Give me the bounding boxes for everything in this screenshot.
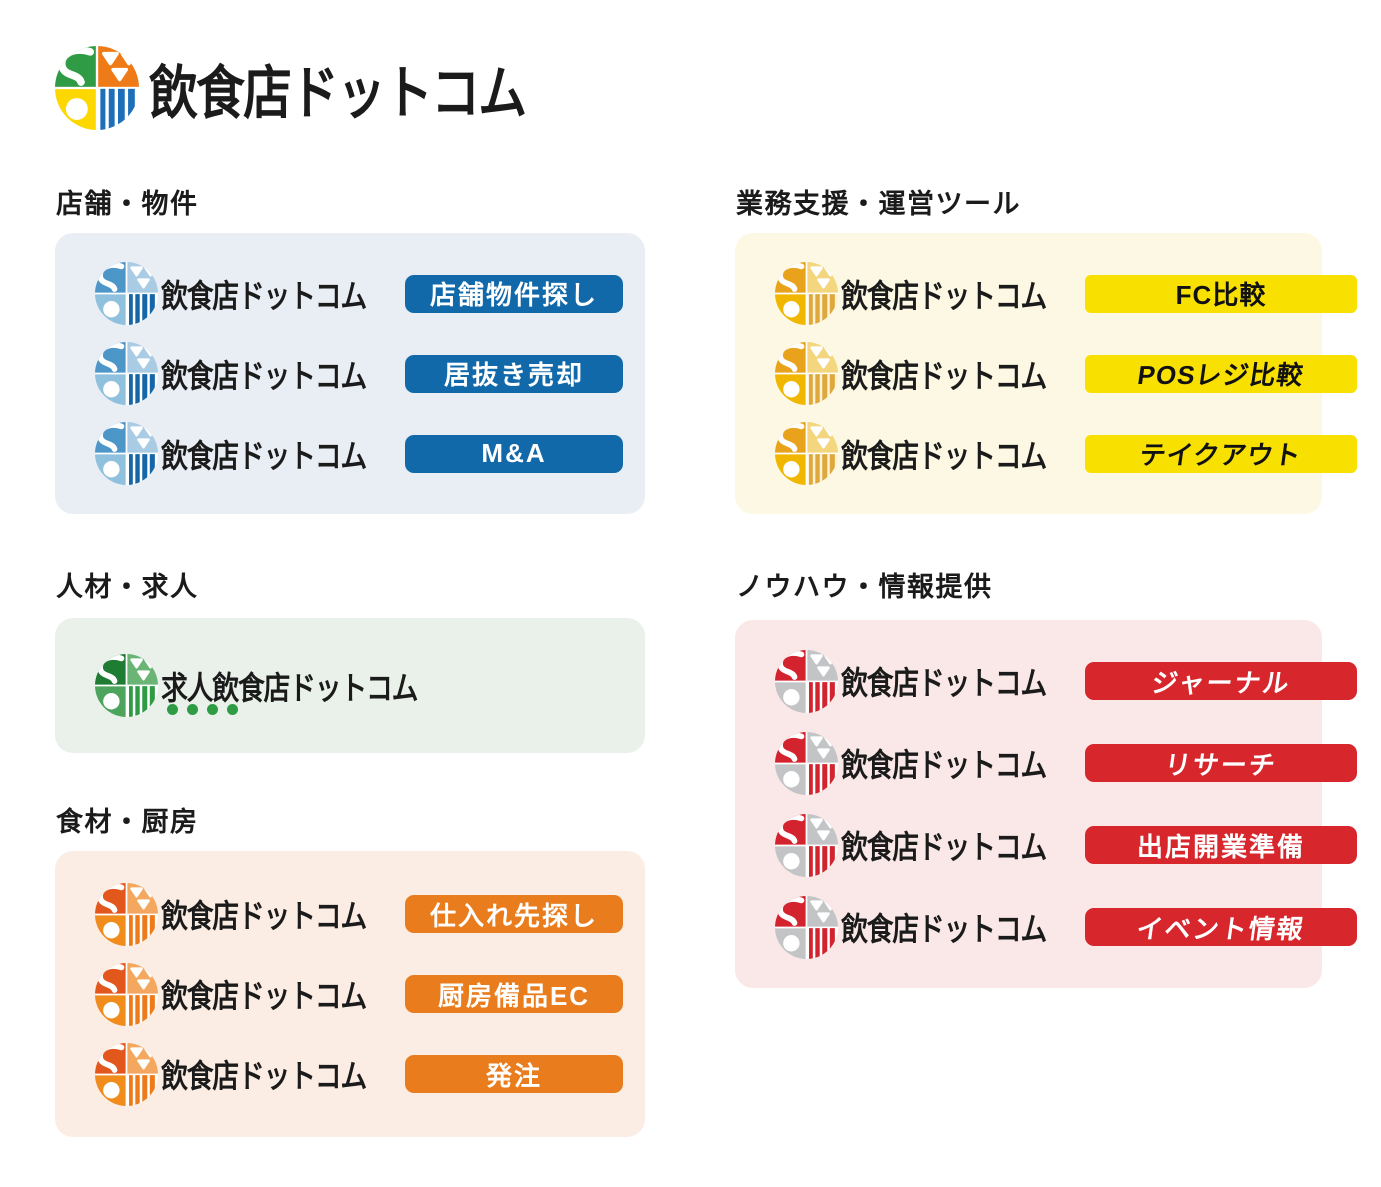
service-link-research[interactable]: 飲食店ドットコム リサーチ bbox=[775, 722, 1358, 804]
brand-wordmark: 飲食店ドットコム bbox=[161, 357, 367, 394]
brand-wordmark: 飲食店ドットコム bbox=[841, 829, 1047, 865]
section-heading-business-tools: 業務支援・運営ツール bbox=[736, 189, 1021, 219]
brand-mark-icon bbox=[95, 654, 158, 717]
brand-wordmark: 飲食店ドットコム bbox=[841, 911, 1047, 947]
service-link-pos-compare[interactable]: 飲食店ドットコム POSレジ比較 bbox=[775, 334, 1358, 414]
brand-wordmark: 飲食店ドットコム bbox=[841, 357, 1047, 394]
panel-store-property: 飲食店ドットコム 店舗物件探し 飲食店ドットコム 居抜き売却 bbox=[55, 233, 645, 514]
brand-wordmark: 飲食店ドットコム bbox=[841, 277, 1047, 314]
brand-mark-icon bbox=[775, 262, 838, 325]
recruit-dots-decoration bbox=[167, 703, 238, 715]
brand-wordmark: 飲食店ドットコム bbox=[841, 437, 1047, 474]
brand-mark-icon bbox=[775, 731, 838, 795]
service-link-fc-compare[interactable]: 飲食店ドットコム FC比較 bbox=[775, 254, 1358, 334]
brand-mark-icon bbox=[775, 342, 838, 405]
service-badge: リサーチ bbox=[1085, 744, 1358, 782]
brand-mark-icon bbox=[95, 342, 158, 405]
brand-wordmark: 飲食店ドットコム bbox=[841, 747, 1047, 783]
brand-mark-icon bbox=[95, 882, 158, 946]
service-link-supplier-search[interactable]: 飲食店ドットコム 仕入れ先探し bbox=[95, 874, 624, 954]
panel-recruiting: 求人飲食店ドットコム bbox=[55, 618, 645, 753]
brand-wordmark: 飲食店ドットコム bbox=[161, 898, 367, 934]
section-heading-food-kitchen: 食材・厨房 bbox=[56, 807, 199, 837]
service-badge: 発注 bbox=[405, 1055, 624, 1093]
brand-wordmark: 求人飲食店ドットコム bbox=[161, 669, 418, 706]
section-heading-store-property: 店舗・物件 bbox=[56, 189, 199, 219]
brand-mark-icon bbox=[775, 813, 838, 877]
service-badge: テイクアウト bbox=[1085, 434, 1358, 473]
service-badge: FC比較 bbox=[1085, 274, 1358, 313]
service-badge: 居抜き売却 bbox=[405, 354, 624, 393]
service-badge: POSレジ比較 bbox=[1085, 354, 1358, 393]
section-heading-recruiting: 人材・求人 bbox=[56, 572, 199, 602]
brand-mark-icon bbox=[55, 46, 139, 130]
service-badge: 厨房備品EC bbox=[405, 975, 624, 1013]
service-link-property-search[interactable]: 飲食店ドットコム 店舗物件探し bbox=[95, 254, 624, 334]
brand-mark-icon bbox=[95, 1042, 158, 1106]
brand-mark-icon bbox=[775, 649, 838, 713]
brand-wordmark: 飲食店ドットコム bbox=[149, 61, 527, 126]
brand-wordmark: 飲食店ドットコム bbox=[161, 437, 367, 474]
panel-knowhow-info: 飲食店ドットコム ジャーナル 飲食店ドットコム リサーチ bbox=[735, 620, 1358, 988]
service-link-event-info[interactable]: 飲食店ドットコム イベント情報 bbox=[775, 886, 1358, 968]
brand-mark-icon bbox=[95, 962, 158, 1026]
brand-wordmark: 飲食店ドットコム bbox=[161, 1058, 367, 1094]
brand-wordmark: 飲食店ドットコム bbox=[841, 665, 1047, 701]
service-badge: 出店開業準備 bbox=[1085, 826, 1358, 864]
main-logo[interactable]: 飲食店ドットコム bbox=[55, 46, 597, 130]
brand-mark-icon bbox=[95, 262, 158, 325]
service-link-kyujin[interactable]: 求人飲食店ドットコム bbox=[95, 646, 600, 726]
service-link-journal[interactable]: 飲食店ドットコム ジャーナル bbox=[775, 640, 1358, 722]
service-link-inuki-sale[interactable]: 飲食店ドットコム 居抜き売却 bbox=[95, 334, 624, 414]
service-badge: ジャーナル bbox=[1085, 662, 1358, 700]
section-heading-knowhow-info: ノウハウ・情報提供 bbox=[736, 572, 993, 602]
service-link-ma[interactable]: 飲食店ドットコム M&A bbox=[95, 414, 624, 494]
panel-business-tools: 飲食店ドットコム FC比較 飲食店ドットコム POSレジ比較 bbox=[735, 233, 1358, 514]
brand-mark-icon bbox=[775, 895, 838, 959]
brand-mark-icon bbox=[775, 422, 838, 485]
panel-food-kitchen: 飲食店ドットコム 仕入れ先探し 飲食店ドットコム 厨房備品EC bbox=[55, 851, 645, 1137]
service-badge: M&A bbox=[405, 434, 624, 473]
service-link-ordering[interactable]: 飲食店ドットコム 発注 bbox=[95, 1034, 624, 1114]
brand-mark-icon bbox=[95, 422, 158, 485]
service-badge: 仕入れ先探し bbox=[405, 895, 624, 933]
service-badge: 店舗物件探し bbox=[405, 274, 624, 313]
service-link-kitchen-ec[interactable]: 飲食店ドットコム 厨房備品EC bbox=[95, 954, 624, 1034]
service-link-takeout[interactable]: 飲食店ドットコム テイクアウト bbox=[775, 414, 1358, 494]
brand-wordmark: 飲食店ドットコム bbox=[161, 978, 367, 1014]
service-badge: イベント情報 bbox=[1085, 908, 1358, 946]
service-link-opening-prep[interactable]: 飲食店ドットコム 出店開業準備 bbox=[775, 804, 1358, 886]
brand-wordmark: 飲食店ドットコム bbox=[161, 277, 367, 314]
